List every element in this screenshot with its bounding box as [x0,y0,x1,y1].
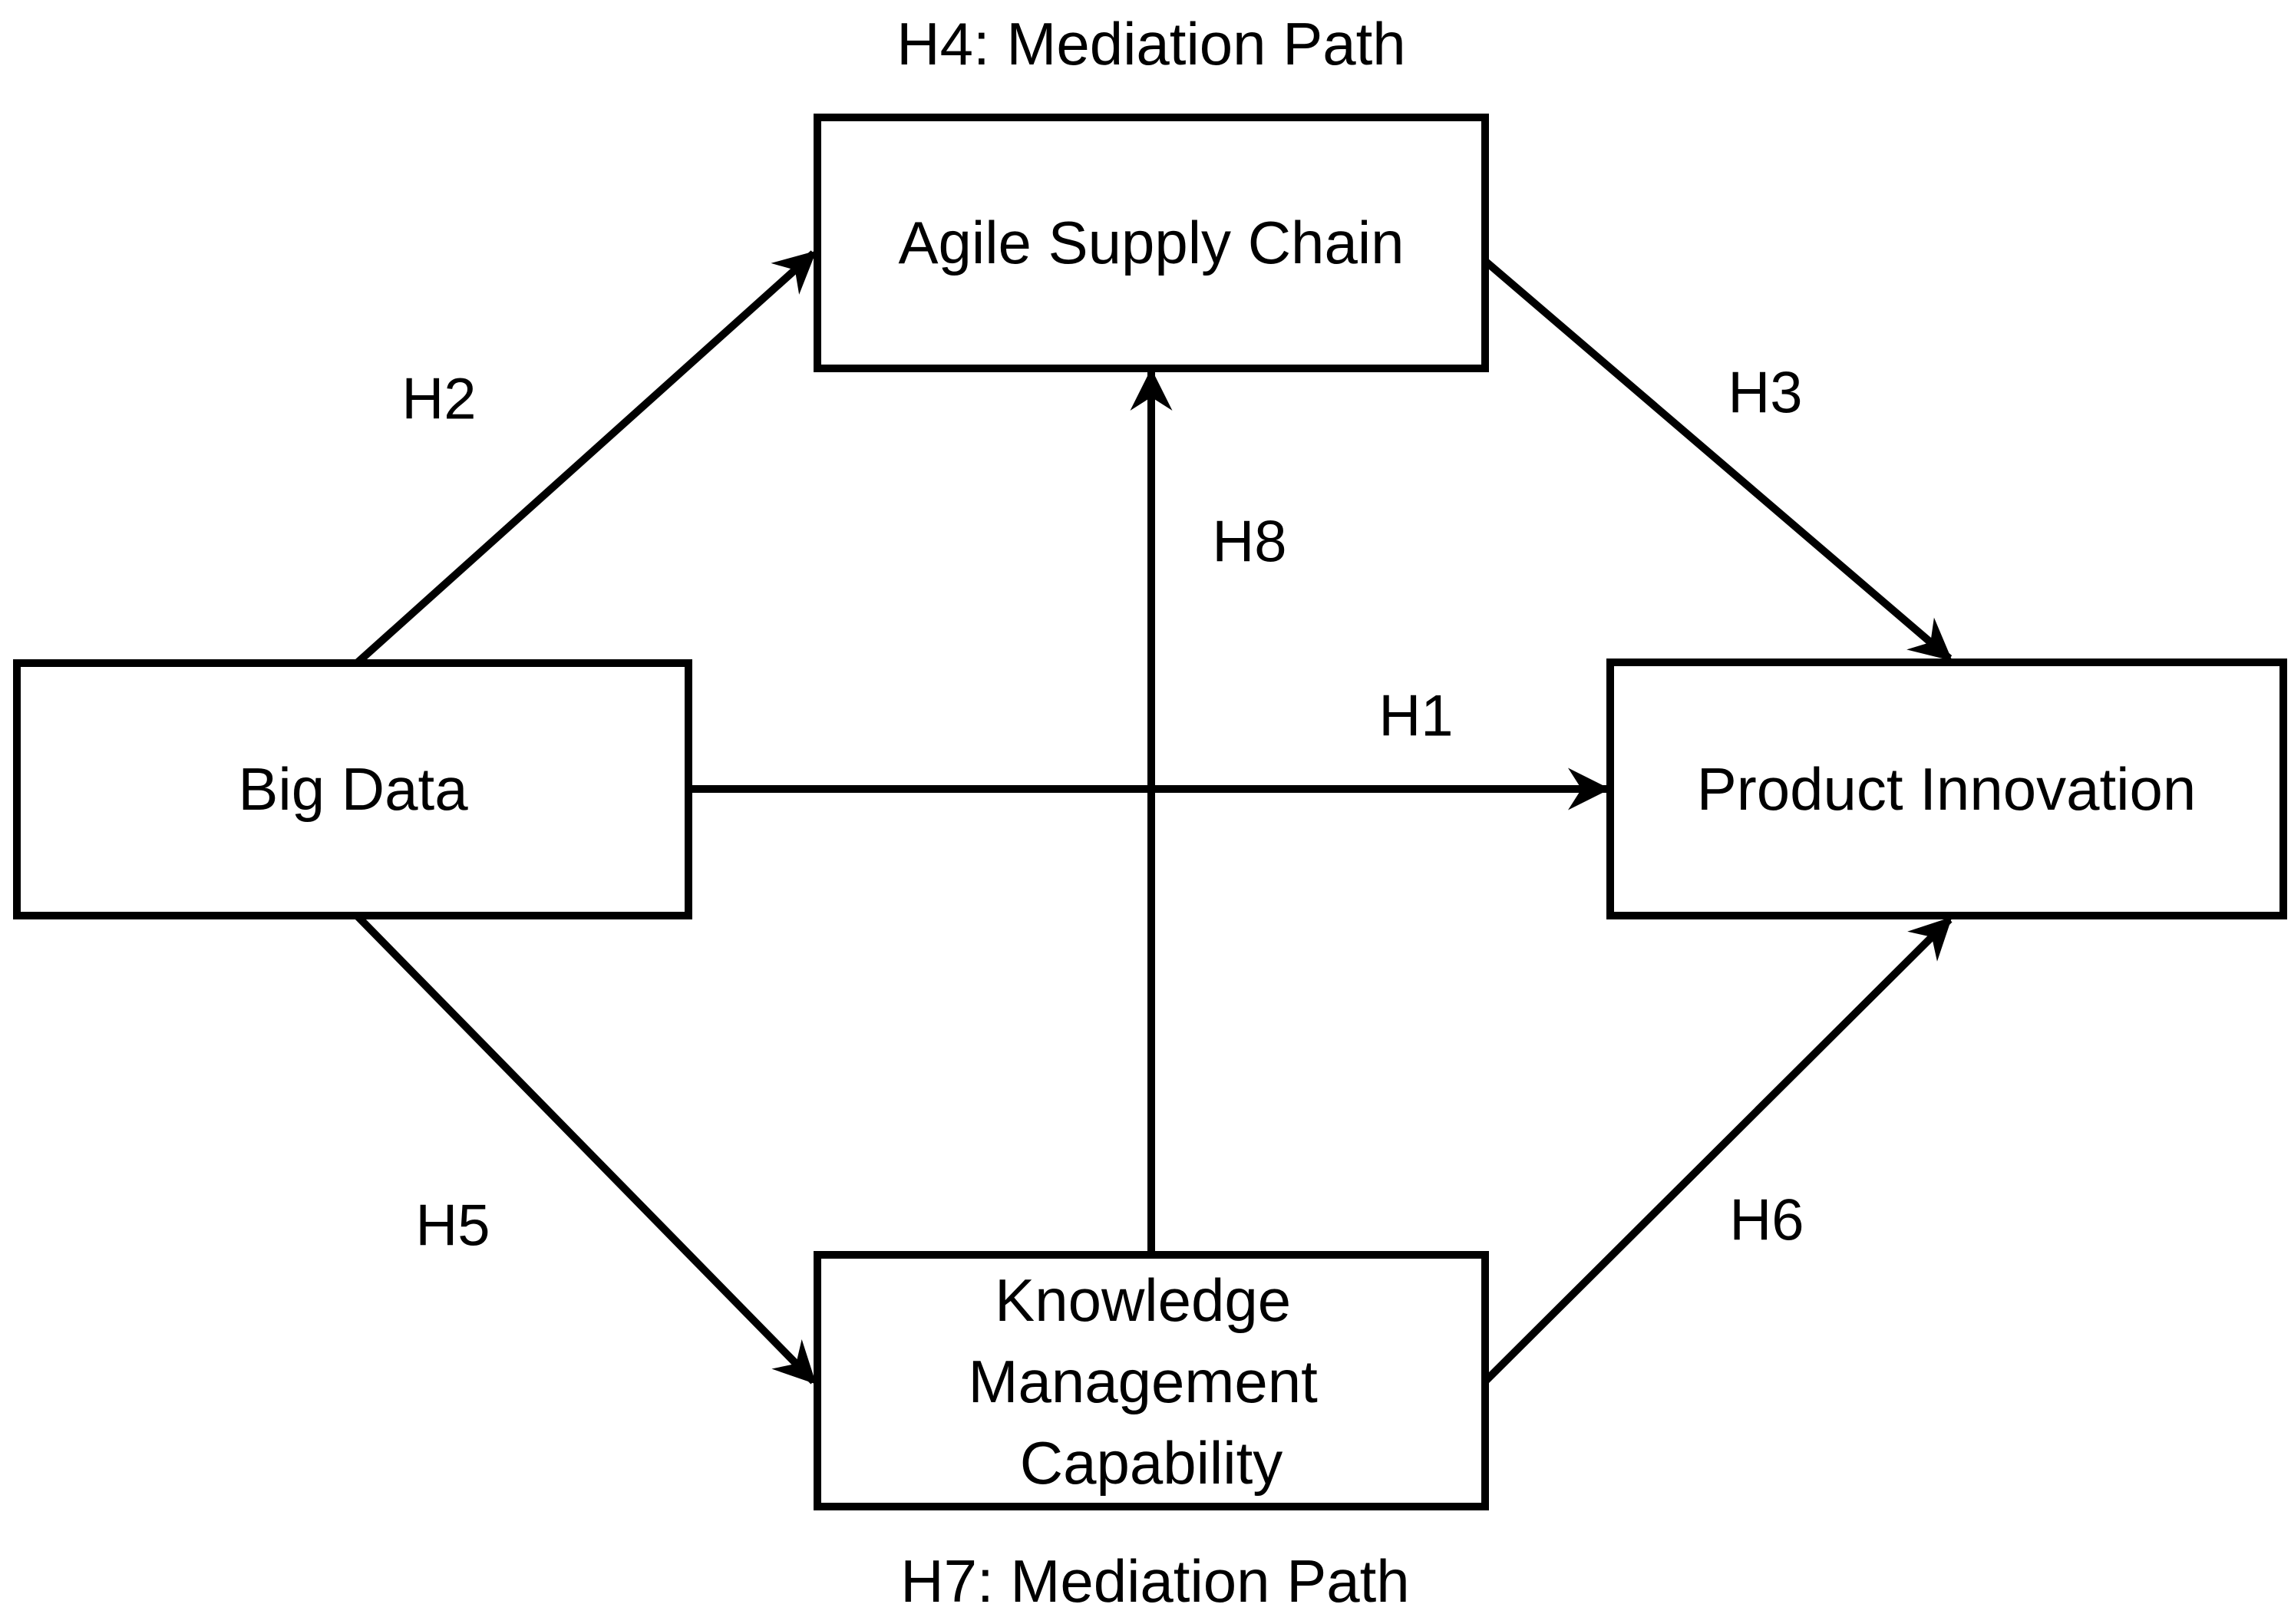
product-innovation-label: Product Innovation [1697,755,2196,823]
agile-supply-chain-box [814,114,1489,372]
big-data-label: Big Data [238,755,468,823]
h6-arrow-label: H6 [1729,1188,1804,1253]
h1-arrow-label: H1 [1378,684,1453,749]
h3-arrow-label: H3 [1728,361,1802,426]
h5-arrow-label: H5 [415,1193,490,1259]
h8-arrow-label: H8 [1212,510,1286,575]
kmc-label-line-2: Management [969,1348,1319,1415]
kmc-label-line-3: Capability [1020,1429,1283,1497]
knowledge-management-capability-label: Knowledge Management Capability [969,1246,1335,1497]
h5-arrow [354,913,817,1385]
h3-arrow [1482,258,1953,662]
h6-arrow [1482,916,1953,1385]
h7-mediation-path-caption: H7: Mediation Path [900,1547,1409,1615]
big-data-box [13,659,692,919]
kmc-label-line-1: Knowledge [995,1266,1291,1334]
product-innovation-box [1606,659,2287,919]
agile-supply-chain-label: Agile Supply Chain [898,209,1404,276]
h2-arrow [354,250,817,666]
h4-mediation-path-caption: H4: Mediation Path [896,10,1405,78]
h2-arrow-label: H2 [401,367,476,432]
